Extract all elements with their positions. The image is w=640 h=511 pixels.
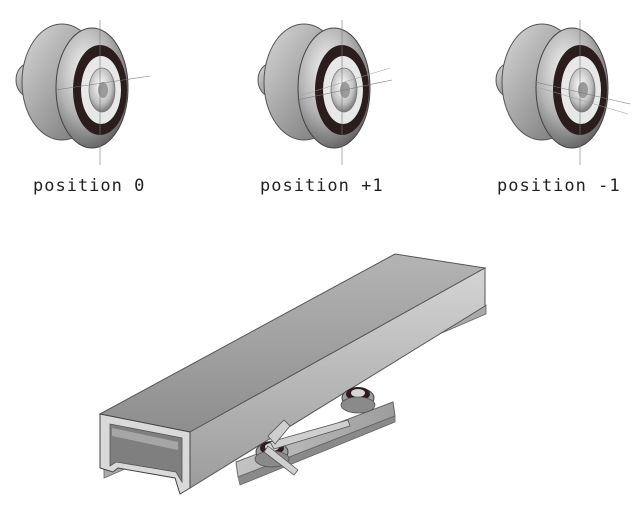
bearing-wheel-position-0 [15,20,151,165]
adjustment-wrench [263,419,351,476]
caption-position-minus1: position -1 [497,176,621,196]
caption-position-0: position 0 [33,176,146,196]
bearing-wheel-position-plus1 [257,20,393,165]
bearing-wheel-position-minus1 [495,20,631,165]
rail-wheel-rear [340,387,376,414]
guide-rail-assembly [98,253,487,495]
caption-position-plus1: position +1 [260,176,384,196]
